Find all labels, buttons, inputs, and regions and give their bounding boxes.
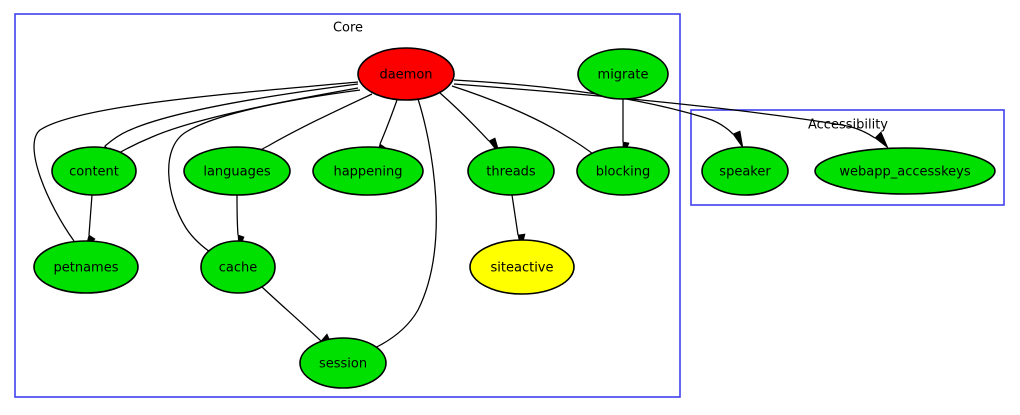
edge-line-daemon-happening [379, 99, 398, 145]
edge-line-languages-cache [236, 194, 239, 236]
node-label-content: content [69, 165, 119, 180]
edge-line-content-petnames [88, 194, 93, 236]
node-shape-session[interactable] [299, 337, 387, 389]
edge-line-daemon-threads [439, 92, 490, 142]
node-shape-petnames[interactable] [33, 240, 139, 294]
node-shape-threads[interactable] [467, 146, 555, 196]
edge-line-daemon-petnames [33, 81, 359, 242]
node-shape-webapp_accesskeys[interactable] [814, 147, 996, 195]
node-label-daemon: daemon [379, 68, 432, 83]
cluster-core: Core [14, 13, 681, 398]
node-label-speaker: speaker [719, 165, 771, 180]
edge-line-cache-session [261, 286, 322, 342]
edge-daemon-threads [439, 92, 501, 156]
cluster-label-accessibility: Accessibility [808, 118, 888, 133]
node-session[interactable]: session [299, 337, 387, 389]
node-daemon[interactable]: daemon [357, 47, 455, 101]
node-label-siteactive: siteactive [491, 261, 554, 276]
node-threads[interactable]: threads [467, 146, 555, 196]
node-label-threads: threads [486, 165, 536, 180]
edge-daemon-session [350, 98, 437, 361]
node-shape-migrate[interactable] [577, 48, 669, 100]
node-label-cache: cache [219, 261, 258, 276]
node-label-happening: happening [333, 165, 402, 180]
node-shape-blocking[interactable] [576, 146, 670, 196]
node-migrate[interactable]: migrate [577, 48, 669, 100]
node-label-webapp_accesskeys: webapp_accesskeys [839, 165, 970, 180]
edge-line-daemon-content-a [104, 83, 359, 147]
node-label-blocking: blocking [596, 165, 651, 180]
node-shape-speaker[interactable] [701, 146, 789, 196]
node-petnames[interactable]: petnames [33, 240, 139, 294]
cluster-border-accessibility [690, 109, 1005, 206]
edge-daemon-speaker [453, 79, 744, 149]
node-label-petnames: petnames [54, 261, 119, 276]
cluster-accessibility: Accessibility [690, 109, 1005, 206]
node-content[interactable]: content [51, 146, 137, 196]
edge-line-daemon-webapp [453, 83, 876, 139]
edge-group [33, 79, 889, 361]
node-speaker[interactable]: speaker [701, 146, 789, 196]
node-group: daemon migrate content languages happening th… [33, 47, 996, 389]
node-shape-languages[interactable] [183, 146, 291, 196]
edge-line-daemon-languages [251, 93, 373, 156]
node-languages[interactable]: languages [183, 146, 291, 196]
node-shape-happening[interactable] [312, 146, 424, 196]
arrowhead-icon [874, 131, 889, 149]
node-shape-siteactive[interactable] [469, 239, 575, 295]
cluster-border-core [14, 13, 681, 398]
edge-line-daemon-session [365, 98, 437, 353]
node-webapp_accesskeys[interactable]: webapp_accesskeys [814, 147, 996, 195]
edge-line-daemon-speaker [453, 79, 734, 135]
node-cache[interactable]: cache [200, 240, 276, 294]
edge-line-threads-siteactive [511, 194, 519, 236]
arrowhead-icon [732, 130, 744, 149]
edge-line-daemon-cache [168, 89, 361, 255]
edge-daemon-webapp [453, 83, 889, 149]
cluster-label-core: Core [333, 21, 363, 36]
node-blocking[interactable]: blocking [576, 146, 670, 196]
node-label-migrate: migrate [598, 68, 649, 83]
node-shape-cache[interactable] [200, 240, 276, 294]
node-label-languages: languages [203, 165, 271, 180]
node-label-session: session [319, 357, 367, 372]
edge-line-daemon-blocking [451, 85, 598, 158]
node-happening[interactable]: happening [312, 146, 424, 196]
node-siteactive[interactable]: siteactive [469, 239, 575, 295]
node-shape-content[interactable] [51, 146, 137, 196]
node-shape-daemon[interactable] [357, 47, 455, 101]
